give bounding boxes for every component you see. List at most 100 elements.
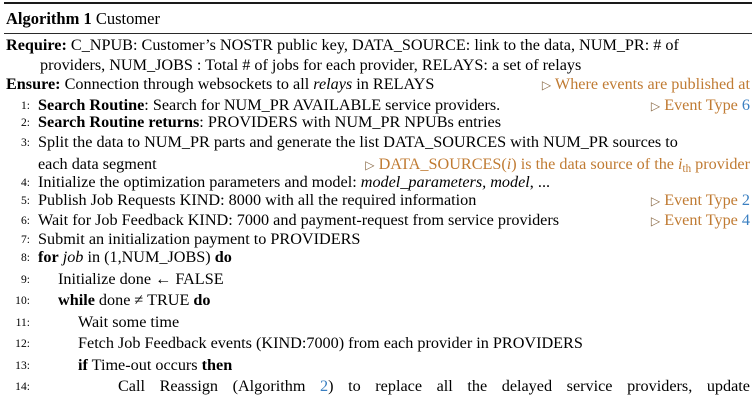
step-text: each data segment (38, 154, 157, 173)
ensure-text-pre: Connection through websockets to all (64, 75, 314, 93)
ensure-line: Ensure: Connection through websockets to… (4, 75, 752, 95)
step-8-for: 8: for job in (1,NUM_JOBS) do (4, 247, 752, 269)
comment-italic-i: i (506, 154, 512, 173)
step-text: Wait some time (78, 312, 180, 331)
step-text: : Search for NUM_PR AVAILABLE service pr… (144, 95, 501, 114)
step-keyword: Search Routine returns (38, 113, 200, 131)
step-body: while done ≠ TRUE do (38, 291, 211, 309)
step-3: 3: Split the data to NUM_PR parts and ge… (4, 132, 752, 154)
step-comment-text: Event Type (664, 211, 738, 230)
title-rule (4, 33, 752, 34)
step-14: 14: Call Reassign (Algorithm 2) to repla… (4, 376, 752, 398)
italic-job: job (62, 248, 84, 267)
step-body: Search Routine returns: PROVIDERS with N… (38, 113, 501, 131)
step-11: 11: Wait some time (4, 312, 752, 334)
step-text-pre: Call Reassign (Algorithm (118, 377, 321, 396)
ensure-italic-relays: relays (313, 75, 353, 93)
comment-italic-i2: i (678, 154, 683, 173)
step-number: 4: (20, 176, 30, 190)
comment-part-c: provider (691, 154, 750, 173)
require-text-line2: providers, NUM_JOBS : Total # of jobs fo… (40, 55, 582, 74)
step-number: 5: (20, 193, 30, 207)
step-7: 7: Submit an initialization payment to P… (4, 229, 752, 248)
step-body: Call Reassign (Algorithm 2) to replace a… (38, 376, 752, 398)
algorithm-reference-link[interactable]: 2 (320, 377, 329, 396)
step-number: 10: (15, 294, 30, 308)
ensure-comment: ▷ Where events are published at (542, 75, 750, 96)
step-text-mid: done ≠ TRUE (94, 291, 194, 310)
algorithm-label: Algorithm 1 (6, 9, 92, 28)
step-text-mid: in (1,NUM_JOBS) (83, 248, 215, 267)
step-comment: ▷ Event Type 4 (651, 210, 750, 233)
step-comment-text: Event Type (664, 190, 738, 209)
step-comment: ▷ Event Type 6 (650, 95, 750, 115)
step-keyword: Search Routine (38, 95, 145, 114)
step-comment: ▷ Event Type 2 (651, 191, 750, 211)
keyword-then: then (201, 355, 233, 374)
step-text: Split the data to NUM_PR parts and gener… (38, 133, 678, 152)
step-6: 6: Wait for Job Feedback KIND: 7000 and … (4, 210, 752, 232)
step-text: Fetch Job Feedback events (KIND:7000) fr… (78, 334, 583, 353)
top-rule (4, 2, 752, 4)
ensure-comment-text: Where events are published at (554, 75, 750, 93)
step-text: : PROVIDERS with NUM_PR NPUBs entries (199, 113, 502, 131)
ensure-label: Ensure: (6, 75, 61, 93)
keyword-while: while (58, 291, 95, 310)
step-number: 8: (20, 251, 30, 265)
step-text: Submit an initialization payment to PROV… (38, 229, 361, 248)
step-number: 14: (15, 380, 30, 394)
step-text: Initialize done ← FALSE (58, 269, 224, 288)
step-text-mid: Time-out occurs (87, 355, 202, 374)
step-text-post: , ... (529, 173, 551, 192)
algorithm-steps: 1: Search Routine: Search for NUM_PR AVA… (4, 95, 752, 398)
comment-part-a: DATA_SOURCES( (378, 154, 507, 173)
step-body: if Time-out occurs then (38, 356, 232, 374)
require-line: Require: C_NPUB: Customer’s NOSTR public… (4, 36, 752, 56)
comment-part-b: ) is the data source of the (511, 154, 679, 173)
step-body: for job in (1,NUM_JOBS) do (38, 248, 232, 266)
step-text: Wait for Job Feedback KIND: 7000 and pay… (38, 211, 560, 230)
step-5: 5: Publish Job Requests KIND: 8000 with … (4, 191, 752, 210)
step-13-if: 13: if Time-out occurs then (4, 355, 752, 377)
comment-subscript-th: th (682, 162, 692, 175)
step-text-post: ) to replace all the delayed service pro… (328, 377, 750, 396)
step-number: 7: (20, 232, 30, 246)
step-text-pre: Initialize the optimization parameters a… (38, 173, 361, 192)
comment-triangle-icon: ▷ (650, 98, 661, 113)
step-italic-model: model_parameters, model (360, 173, 530, 192)
require-text-line1: C_NPUB: Customer’s NOSTR public key, DAT… (70, 36, 679, 54)
step-4: 4: Initialize the optimization parameter… (4, 173, 752, 191)
algorithm-title: Customer (95, 9, 160, 28)
keyword-do: do (193, 291, 211, 310)
require-line-continuation: providers, NUM_JOBS : Total # of jobs fo… (4, 56, 752, 76)
step-number: 2: (20, 116, 30, 129)
keyword-if: if (78, 355, 88, 374)
step-body: Search Routine: Search for NUM_PR AVAILA… (38, 96, 500, 114)
step-comment-number: 4 (741, 211, 750, 230)
step-number: 9: (20, 272, 30, 286)
step-2: 2: Search Routine returns: PROVIDERS wit… (4, 113, 752, 132)
step-9: 9: Initialize done ← FALSE (4, 269, 752, 291)
step-10-while: 10: while done ≠ TRUE do (4, 290, 752, 312)
step-number: 12: (15, 337, 30, 351)
comment-triangle-icon: ▷ (365, 157, 375, 172)
step-3-continuation: each data segment ▷ DATA_SOURCES(i) is t… (4, 154, 752, 176)
step-number: 3: (20, 136, 30, 150)
step-body: Initialize the optimization parameters a… (38, 173, 550, 191)
comment-triangle-icon: ▷ (541, 78, 552, 92)
step-comment-text: Event Type (664, 95, 738, 114)
io-block: Require: C_NPUB: Customer’s NOSTR public… (4, 34, 752, 95)
step-comment-number: 6 (741, 95, 750, 114)
keyword-do: do (214, 248, 232, 267)
step-number: 13: (15, 358, 30, 372)
ensure-text-post: in RELAYS (352, 75, 435, 93)
step-1: 1: Search Routine: Search for NUM_PR AVA… (4, 95, 752, 115)
step-comment-number: 2 (741, 190, 750, 209)
keyword-for: for (38, 248, 59, 267)
require-label: Require: (6, 36, 67, 54)
step-comment: ▷ DATA_SOURCES(i) is the data source of … (365, 154, 750, 180)
step-number: 1: (20, 98, 30, 112)
step-number: 6: (20, 214, 30, 228)
step-text: Publish Job Requests KIND: 8000 with all… (38, 190, 477, 209)
